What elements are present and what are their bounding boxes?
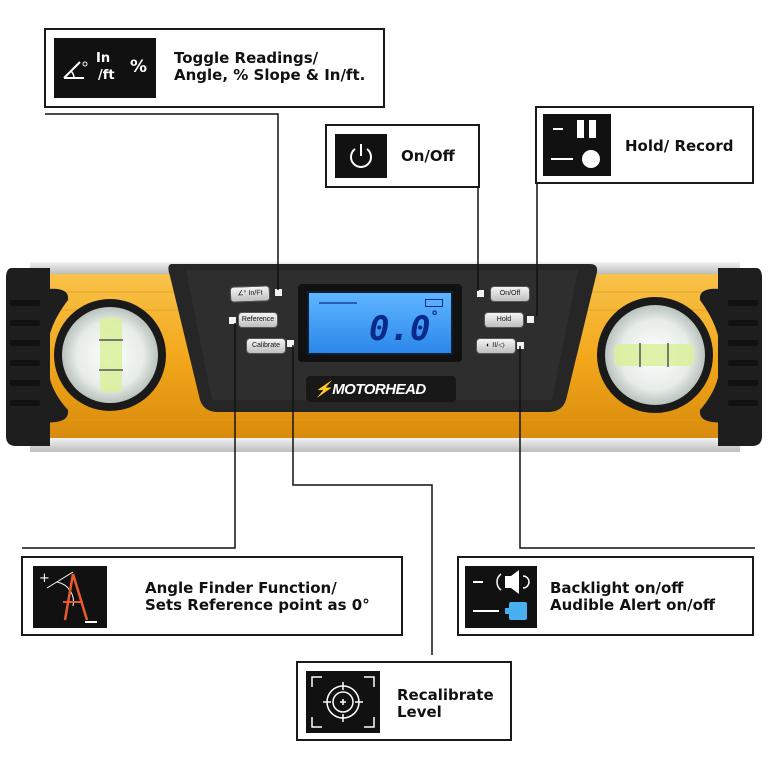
bottom-aluminum-strip (30, 438, 740, 452)
hold-button[interactable]: Hold (484, 312, 524, 328)
crosshair-icon (311, 676, 375, 728)
logo-plate (306, 376, 456, 402)
left-vial-bubble-tube (100, 318, 122, 392)
backlight-alert-icon (473, 570, 530, 620)
icon-ft-label: /ft (98, 68, 115, 83)
battery-icon (425, 299, 443, 307)
lcd-display: 0.0° (307, 291, 453, 355)
signal-bar (319, 302, 357, 304)
callout-hold-record: Hold/ Record (535, 106, 754, 184)
hold-record-icon (551, 120, 600, 168)
power-icon (350, 144, 372, 168)
angle-finder-icon-box: + (33, 566, 107, 628)
degree-symbol: ° (430, 309, 439, 325)
reference-button[interactable]: Reference (238, 312, 278, 328)
backlight-alert-text: Backlight on/off Audible Alert on/off (550, 579, 716, 614)
right-grip (699, 288, 728, 423)
hold-record-text: Hold/ Record (625, 137, 734, 155)
callout-backlight-alert: Backlight on/off Audible Alert on/off (457, 556, 754, 636)
calibrate-button[interactable]: Calibrate (246, 338, 286, 354)
callout-toggle-readings: In /ft % Toggle Readings/ Angle, % Slope… (44, 28, 385, 108)
recalibrate-text: Recalibrate Level (397, 686, 494, 721)
svg-text:+: + (39, 571, 50, 586)
callout-angle-finder: + Angle Finder Function/ Sets Reference … (21, 556, 403, 636)
on-off-button[interactable]: On/Off (490, 286, 530, 302)
callout-recalibrate: Recalibrate Level (296, 661, 512, 741)
power-icon-box (335, 134, 387, 178)
right-vial-bubble-tube (614, 344, 694, 366)
angle-finder-text: Angle Finder Function/ Sets Reference po… (145, 579, 370, 614)
icon-in-label: In (96, 51, 111, 66)
backlight-alert-icon-box (465, 566, 537, 628)
callout-on-off: On/Off (325, 124, 480, 188)
brand-logo: ⚡MOTORHEAD (314, 381, 426, 398)
hold-record-icon-box (543, 114, 611, 176)
left-grip (40, 288, 69, 423)
icon-percent-label: % (130, 57, 148, 77)
angle-finder-icon: + (39, 571, 97, 623)
on-off-text: On/Off (401, 147, 455, 165)
recalibrate-icon-box (306, 671, 380, 733)
angle-icon (63, 61, 88, 79)
backlight-button[interactable]: ◐ II/◁· (476, 338, 516, 354)
toggle-readings-icon: In /ft % (54, 38, 156, 98)
display-reading: 0.0° (369, 309, 439, 349)
toggle-readings-text: Toggle Readings/ Angle, % Slope & In/ft. (174, 49, 366, 84)
